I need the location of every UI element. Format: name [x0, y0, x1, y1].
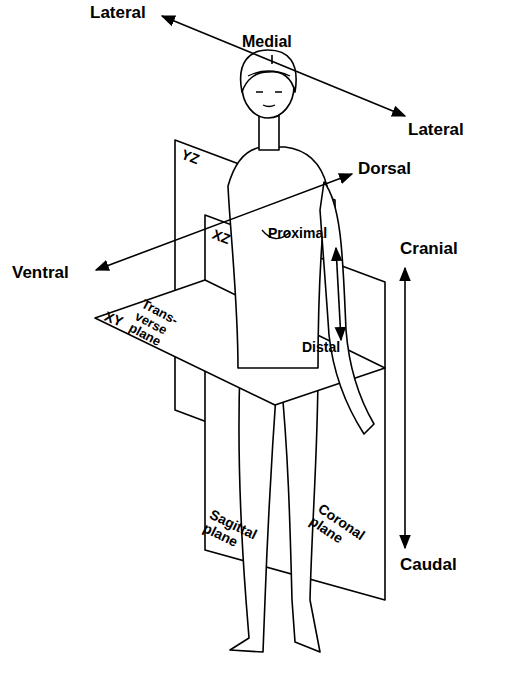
axis-label: Distal	[300, 340, 342, 355]
torso	[228, 147, 327, 368]
axis-label: Lateral	[406, 121, 466, 139]
eye-line	[256, 91, 282, 92]
cranial-caudal-axis	[404, 268, 406, 548]
proximal-distal-arrow	[336, 248, 341, 340]
axis-label: Lateral	[88, 4, 148, 22]
lateral-axis	[162, 16, 405, 116]
right-leg	[281, 368, 320, 652]
fringe-line	[248, 71, 290, 76]
medial-tick	[271, 55, 273, 64]
axis-label: Proximal	[266, 226, 329, 241]
axis-label: Cranial	[398, 240, 460, 258]
hair	[241, 50, 297, 92]
ventral-dorsal-axis	[96, 174, 352, 270]
mouth-line	[263, 105, 275, 107]
axis-label: Ventral	[10, 264, 71, 282]
left-leg	[230, 368, 277, 652]
axis-label: Dorsal	[356, 160, 413, 178]
axis-label: Medial	[240, 34, 294, 51]
axis-label: Caudal	[398, 556, 459, 574]
right-arm	[320, 182, 374, 434]
